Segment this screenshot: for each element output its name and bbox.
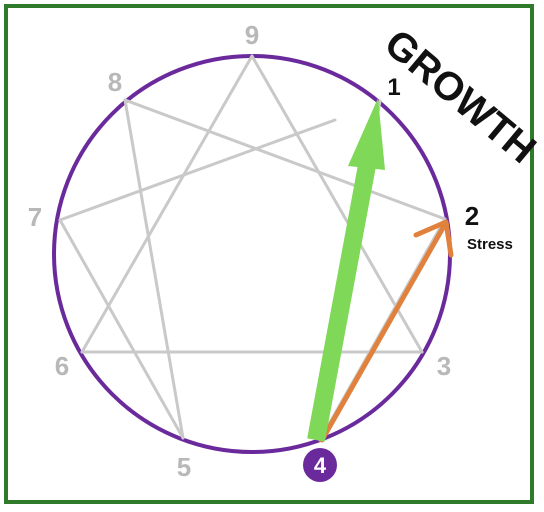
point-3-label: 3	[437, 351, 451, 381]
point-2-label: 2	[465, 201, 479, 231]
line-5-7	[58, 218, 185, 440]
stress-label: Stress	[467, 236, 513, 253]
enneagram-circle	[52, 54, 452, 454]
point-9-label: 9	[245, 20, 259, 50]
current-type-label: 4	[314, 453, 327, 478]
stress-arrow	[319, 219, 454, 443]
point-7-label: 7	[28, 202, 42, 232]
line-2-8	[123, 98, 447, 221]
point-1-label: 1	[387, 74, 400, 101]
line-9-3	[250, 54, 424, 354]
enneagram-lines	[58, 54, 447, 442]
growth-arrow	[307, 98, 385, 442]
growth-label: GROWTH	[376, 21, 544, 172]
line-6-9	[80, 54, 254, 354]
point-6-label: 6	[55, 351, 69, 381]
current-type-badge: 4	[303, 448, 337, 482]
line-8-5	[123, 98, 185, 440]
point-5-label: 5	[177, 452, 191, 482]
line-7-1	[58, 118, 337, 222]
point-8-label: 8	[108, 67, 122, 97]
